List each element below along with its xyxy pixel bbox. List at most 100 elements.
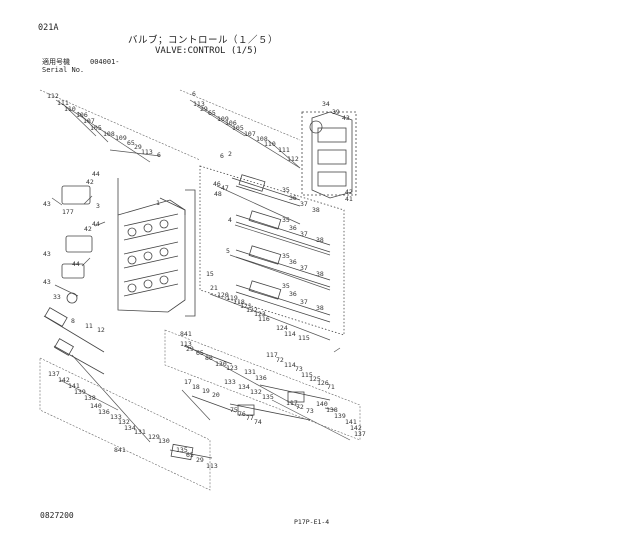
- part-callout: 36: [289, 290, 297, 298]
- part-callout: 29: [134, 143, 142, 151]
- part-callout: 141: [68, 382, 80, 390]
- part-callout: 841: [114, 446, 126, 454]
- part-callout: 108: [256, 135, 268, 143]
- part-callout: 114: [284, 361, 296, 369]
- part-callout: 133: [224, 378, 236, 386]
- part-callout: 130: [215, 360, 227, 368]
- part-callout: 111: [278, 146, 290, 154]
- part-callout: 109: [217, 115, 229, 123]
- part-callout: 38: [316, 270, 324, 278]
- part-callout: 38: [316, 304, 324, 312]
- part-callout: 77: [246, 414, 254, 422]
- part-callout: 43: [342, 114, 350, 122]
- part-callout: 17: [184, 378, 192, 386]
- part-callout: 76: [238, 410, 246, 418]
- part-callout: 46: [213, 180, 221, 188]
- part-callout: 133: [110, 413, 122, 421]
- relief-valves: [43, 185, 331, 461]
- part-callout: 48: [214, 190, 222, 198]
- part-callout: 35: [282, 282, 290, 290]
- part-callout: 110: [64, 105, 76, 113]
- part-callout: 33: [53, 293, 61, 301]
- part-callout: 122: [246, 306, 258, 314]
- part-callout: 113: [180, 340, 192, 348]
- part-callout: 112: [47, 92, 59, 100]
- part-callout: 112: [287, 155, 299, 163]
- part-callout: 15: [206, 270, 214, 278]
- part-callout-labels: 112 111 110 106 107 105 108 109 65 29 11…: [43, 90, 366, 470]
- part-callout: 131: [134, 428, 146, 436]
- part-callout: 38: [316, 236, 324, 244]
- part-callout: 136: [98, 408, 110, 416]
- part-callout: 37: [300, 230, 308, 238]
- valve-housing: [117, 178, 196, 317]
- part-callout: 120: [217, 291, 229, 299]
- part-callout: 65: [186, 451, 194, 459]
- part-callout: 135: [262, 393, 274, 401]
- part-callout: 134: [124, 424, 136, 432]
- part-callout: 113: [206, 462, 218, 470]
- leader-lines: [51, 99, 351, 443]
- dashed-boxes: [39, 89, 361, 491]
- part-callout: 131: [244, 368, 256, 376]
- part-callout: 4: [228, 216, 232, 224]
- part-callout: 11: [85, 322, 93, 330]
- part-callout: 116: [258, 315, 270, 323]
- part-callout: 107: [83, 117, 95, 125]
- end-cover-assembly: [301, 111, 357, 199]
- part-callout: 121: [240, 302, 252, 310]
- part-callout: 117: [266, 351, 278, 359]
- part-callout: 140: [316, 400, 328, 408]
- part-callout: 117: [286, 399, 298, 407]
- part-callout: 3: [96, 202, 100, 210]
- part-callout: 123: [226, 364, 238, 372]
- part-callout: 65: [127, 139, 135, 147]
- part-callout: 73: [295, 365, 303, 373]
- part-callout: 110: [264, 140, 276, 148]
- part-callout: 35: [282, 216, 290, 224]
- part-callout: 2: [228, 150, 232, 158]
- part-callout: 134: [238, 383, 250, 391]
- part-callout: 47: [221, 184, 229, 192]
- part-callout: 138: [326, 406, 338, 414]
- part-callout: 5: [226, 247, 230, 255]
- part-callout: 119: [226, 294, 238, 302]
- part-callout: 42: [345, 188, 353, 196]
- part-callout: 132: [118, 418, 130, 426]
- part-callout: 86: [205, 354, 213, 362]
- part-callout: 114: [284, 330, 296, 338]
- serial-label-japanese: 適用号機: [42, 58, 70, 66]
- part-callout: 35: [282, 252, 290, 260]
- part-callout: 71: [327, 383, 335, 391]
- part-callout: 36: [289, 258, 297, 266]
- part-callout: 108: [103, 130, 115, 138]
- part-callout: 138: [84, 394, 96, 402]
- part-callout: 37: [300, 200, 308, 208]
- part-callout: 135: [176, 446, 188, 454]
- part-callout: 106: [225, 119, 237, 127]
- part-callout: 125: [309, 375, 321, 383]
- part-callout: 19: [202, 387, 210, 395]
- part-callout: 44: [92, 220, 100, 228]
- part-callout: 37: [300, 298, 308, 306]
- part-callout: 43: [43, 278, 51, 286]
- part-callout: 29: [196, 456, 204, 464]
- part-callout: 42: [84, 225, 92, 233]
- part-callout: 73: [306, 407, 314, 415]
- part-callout: 1: [156, 199, 160, 207]
- part-callout: 126: [317, 379, 329, 387]
- title-japanese: バルブ；コントロール（１／５）: [128, 35, 279, 46]
- part-callout: 44: [72, 260, 80, 268]
- part-callout: 113: [141, 148, 153, 156]
- part-callout: 137: [48, 370, 60, 378]
- part-callout: 111: [57, 99, 69, 107]
- part-callout: 115: [298, 334, 310, 342]
- part-callout: 36: [289, 224, 297, 232]
- part-callout: 105: [232, 124, 244, 132]
- part-callout: 142: [350, 424, 362, 432]
- part-callout: 43: [43, 250, 51, 258]
- part-callout: 37: [300, 264, 308, 272]
- part-callout: 38: [312, 206, 320, 214]
- sheet-id: P17P-E1-4: [294, 518, 330, 526]
- part-callout: 109: [115, 134, 127, 142]
